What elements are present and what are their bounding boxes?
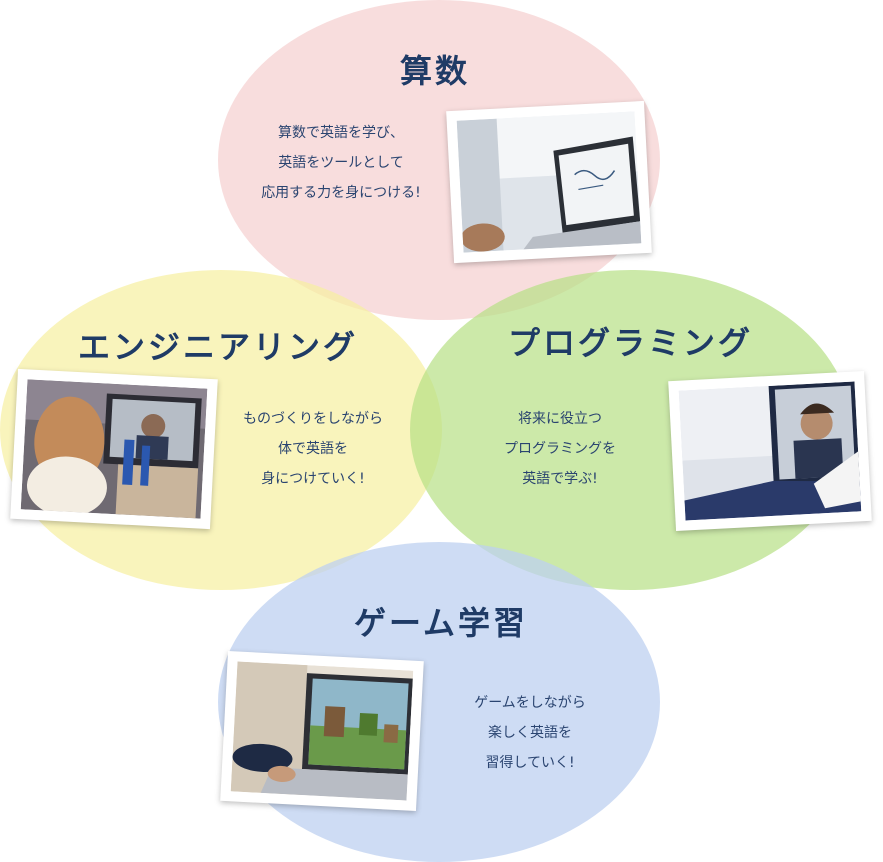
programming-line-2: プログラミングを bbox=[504, 441, 616, 457]
programming-description: 将来に役立つ プログラミングを 英語で学ぶ! bbox=[460, 404, 660, 494]
math-line-2: 英語をツールとして bbox=[278, 155, 404, 171]
minecraft-on-laptop-photo bbox=[220, 650, 424, 812]
girl-video-call-building-photo bbox=[10, 368, 218, 530]
programming-line-1: 将来に役立つ bbox=[518, 411, 602, 427]
programming-line-3: 英語で学ぶ! bbox=[522, 471, 598, 487]
game-description: ゲームをしながら 楽しく英語を 習得していく! bbox=[430, 688, 630, 778]
engineering-description: ものづくりをしながら 体で英語を 身につけていく! bbox=[208, 404, 418, 494]
game-line-1: ゲームをしながら bbox=[474, 695, 586, 711]
math-line-3: 応用する力を身につける! bbox=[261, 185, 421, 201]
math-title: 算数 bbox=[400, 52, 471, 90]
child-drawing-on-laptop-photo bbox=[446, 100, 652, 264]
engineering-line-3: 身につけていく! bbox=[261, 471, 365, 487]
engineering-line-1: ものづくりをしながら bbox=[243, 411, 383, 427]
teacher-video-call-photo bbox=[668, 370, 872, 532]
engineering-line-2: 体で英語を bbox=[278, 441, 348, 457]
engineering-title: エンジニアリング bbox=[78, 328, 359, 366]
game-line-2: 楽しく英語を bbox=[488, 725, 572, 741]
math-description: 算数で英語を学び、 英語をツールとして 応用する力を身につける! bbox=[236, 118, 446, 208]
game-line-3: 習得していく! bbox=[485, 755, 575, 771]
programming-title: プログラミング bbox=[508, 324, 754, 362]
math-line-1: 算数で英語を学び、 bbox=[278, 125, 404, 141]
game-title: ゲーム学習 bbox=[354, 604, 529, 642]
